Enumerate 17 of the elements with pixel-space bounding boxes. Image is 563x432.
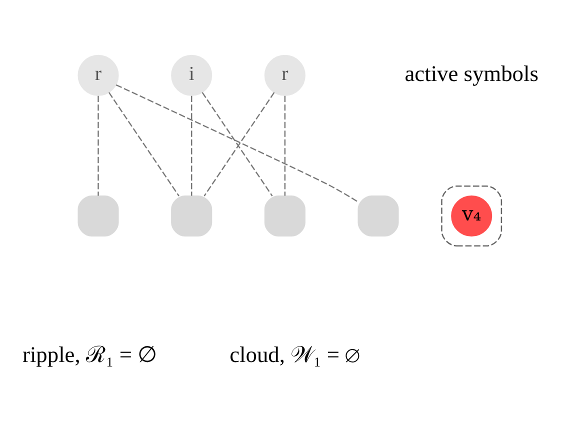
node-circle: v₄ xyxy=(451,195,492,237)
connector xyxy=(98,96,99,196)
node-box xyxy=(78,195,119,237)
node-circle: r xyxy=(78,54,119,96)
label: active symbols xyxy=(404,60,538,86)
connector xyxy=(190,96,192,196)
node-circle: r xyxy=(264,54,306,96)
connector xyxy=(116,84,359,203)
label: ripple, ℛ₁ = ∅ xyxy=(22,342,157,368)
node-box xyxy=(358,195,399,237)
label: cloud, 𝒲₁ = ∅ xyxy=(230,342,360,368)
node-circle: i xyxy=(171,54,212,96)
connector xyxy=(284,96,286,196)
node-box xyxy=(171,195,212,237)
cluster xyxy=(441,186,502,246)
node-box xyxy=(264,195,306,237)
connector xyxy=(108,92,180,196)
